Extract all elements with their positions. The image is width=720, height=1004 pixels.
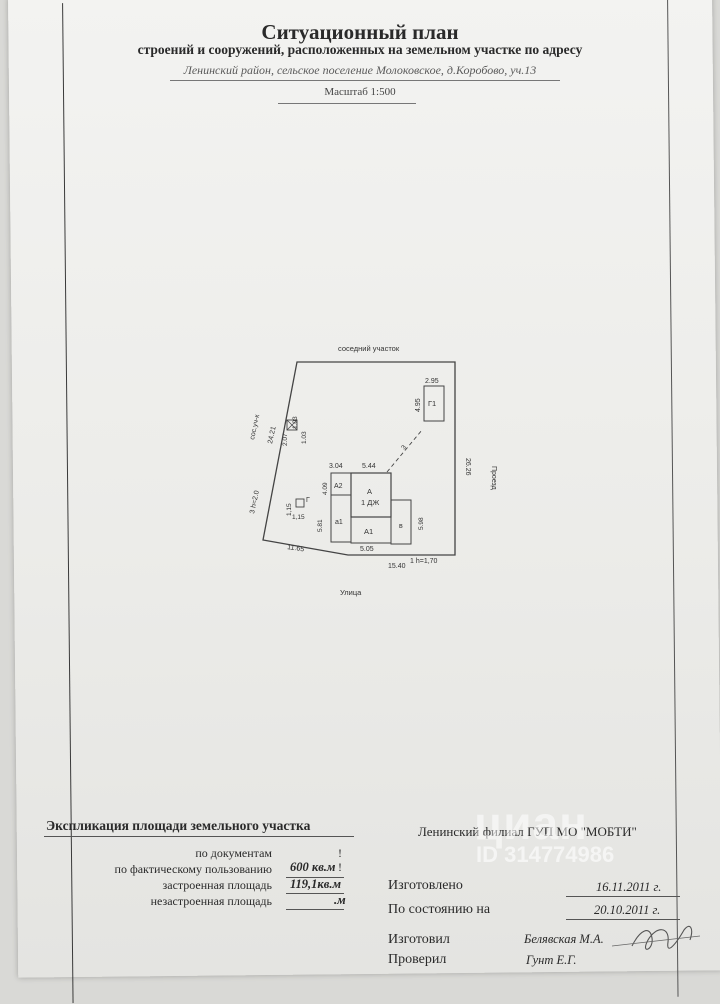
mark-1: ! xyxy=(338,846,342,860)
dim-house-top-left: 3.04 xyxy=(329,463,343,470)
dim-house-top-right: 5.44 xyxy=(362,463,376,470)
watermark-id: ID 314774986 xyxy=(476,842,615,867)
dim-small-h: 1.03 xyxy=(292,416,299,429)
dim-left-lower: 3 h=2.0 xyxy=(249,490,261,515)
made-by-name: Белявская М.А. xyxy=(524,932,604,946)
document-title: Ситуационный план xyxy=(261,20,459,44)
a2-label: А2 xyxy=(334,483,343,490)
dim-g1-height: 4.95 xyxy=(415,398,422,412)
property-address: Ленинский район, сельское поселение Моло… xyxy=(183,63,537,77)
checked-by-label: Проверил xyxy=(388,952,447,967)
dim-small-w: 2.07 xyxy=(282,433,289,446)
scale-label: Масштаб 1:500 xyxy=(324,86,396,98)
document-subtitle: строений и сооружений, расположенных на … xyxy=(137,42,583,57)
dim-left-top: 24.21 xyxy=(267,426,278,445)
veranda-v xyxy=(390,499,412,545)
dim-diag: 3 xyxy=(400,444,408,452)
dim-house-left-upper: 4.09 xyxy=(322,482,329,495)
dim-bottom-mark: 1 h=1,70 xyxy=(410,558,438,565)
made-label: Изготовлено xyxy=(388,878,463,893)
row-built-value: 119,1кв.м xyxy=(290,877,342,891)
row-unbuilt-value: .м xyxy=(334,893,346,907)
row-unbuilt-label: незастроенная площадь xyxy=(150,894,272,908)
right-side-label: Проезд xyxy=(490,466,497,490)
dim-right: 26.26 xyxy=(464,458,471,476)
mark-2: ! xyxy=(338,860,342,874)
checked-by-name: Гунт Е.Г. xyxy=(526,953,577,967)
v-label: в xyxy=(399,523,403,530)
dim-house-left-lower: 5.81 xyxy=(317,519,324,532)
row-built-underline xyxy=(286,893,344,894)
row-built-label: застроенная площадь xyxy=(162,878,273,892)
made-date: 16.11.2011 г. xyxy=(596,880,662,894)
diag-line xyxy=(386,429,423,473)
row-actual-label: по фактическому пользованию xyxy=(114,862,272,876)
made-underline xyxy=(566,896,680,897)
dim-bottom-left: 11.65 xyxy=(287,544,305,553)
a-label: А xyxy=(367,487,372,496)
as-of-label: По состоянию на xyxy=(388,902,491,917)
dim-bottom-right: 15.40 xyxy=(388,563,406,570)
house-label: 1 ДЖ xyxy=(361,498,379,507)
address-underline xyxy=(170,80,560,81)
dim-house-right: 5.98 xyxy=(418,517,425,530)
explication-title: Экспликация площади земельного участка xyxy=(46,818,311,833)
dim-small-h2: 1.03 xyxy=(301,431,308,444)
a1-label: А1 xyxy=(364,527,373,536)
building-g1 xyxy=(423,385,445,422)
building-g xyxy=(295,498,305,508)
plot-boundary xyxy=(262,361,456,556)
dim-house-bottom: 5.05 xyxy=(360,546,374,553)
site-plan: соседний участок сос.уч-к Проезд Улица 2… xyxy=(249,344,497,597)
as-of-date: 20.10.2011 г. xyxy=(594,903,661,917)
row-documents-label: по документам xyxy=(195,846,272,860)
g-label: Г xyxy=(306,497,310,504)
a1-left-label: а1 xyxy=(335,519,343,526)
row-unbuilt-underline xyxy=(286,909,344,910)
as-of-underline xyxy=(566,919,680,920)
dim-g-w: 1,15 xyxy=(286,503,293,516)
watermark-brand: циан xyxy=(474,797,588,849)
row-actual-underline xyxy=(286,877,344,878)
dim-g-h: 1,15 xyxy=(292,514,305,521)
dim-g1-width: 2.95 xyxy=(425,378,439,385)
small-structure xyxy=(286,419,298,431)
explication-underline xyxy=(44,836,354,837)
row-actual-value: 600 кв.м xyxy=(290,860,336,874)
g1-label: Г1 xyxy=(428,399,436,408)
street-label: Улица xyxy=(340,588,362,597)
signature xyxy=(611,925,701,950)
scale-underline xyxy=(278,103,416,104)
organization-name: Ленинский филиал ГУП МО "МОБТИ" xyxy=(418,824,637,839)
made-by-label: Изготовил xyxy=(388,932,450,947)
top-neighbor-label: соседний участок xyxy=(338,344,400,353)
